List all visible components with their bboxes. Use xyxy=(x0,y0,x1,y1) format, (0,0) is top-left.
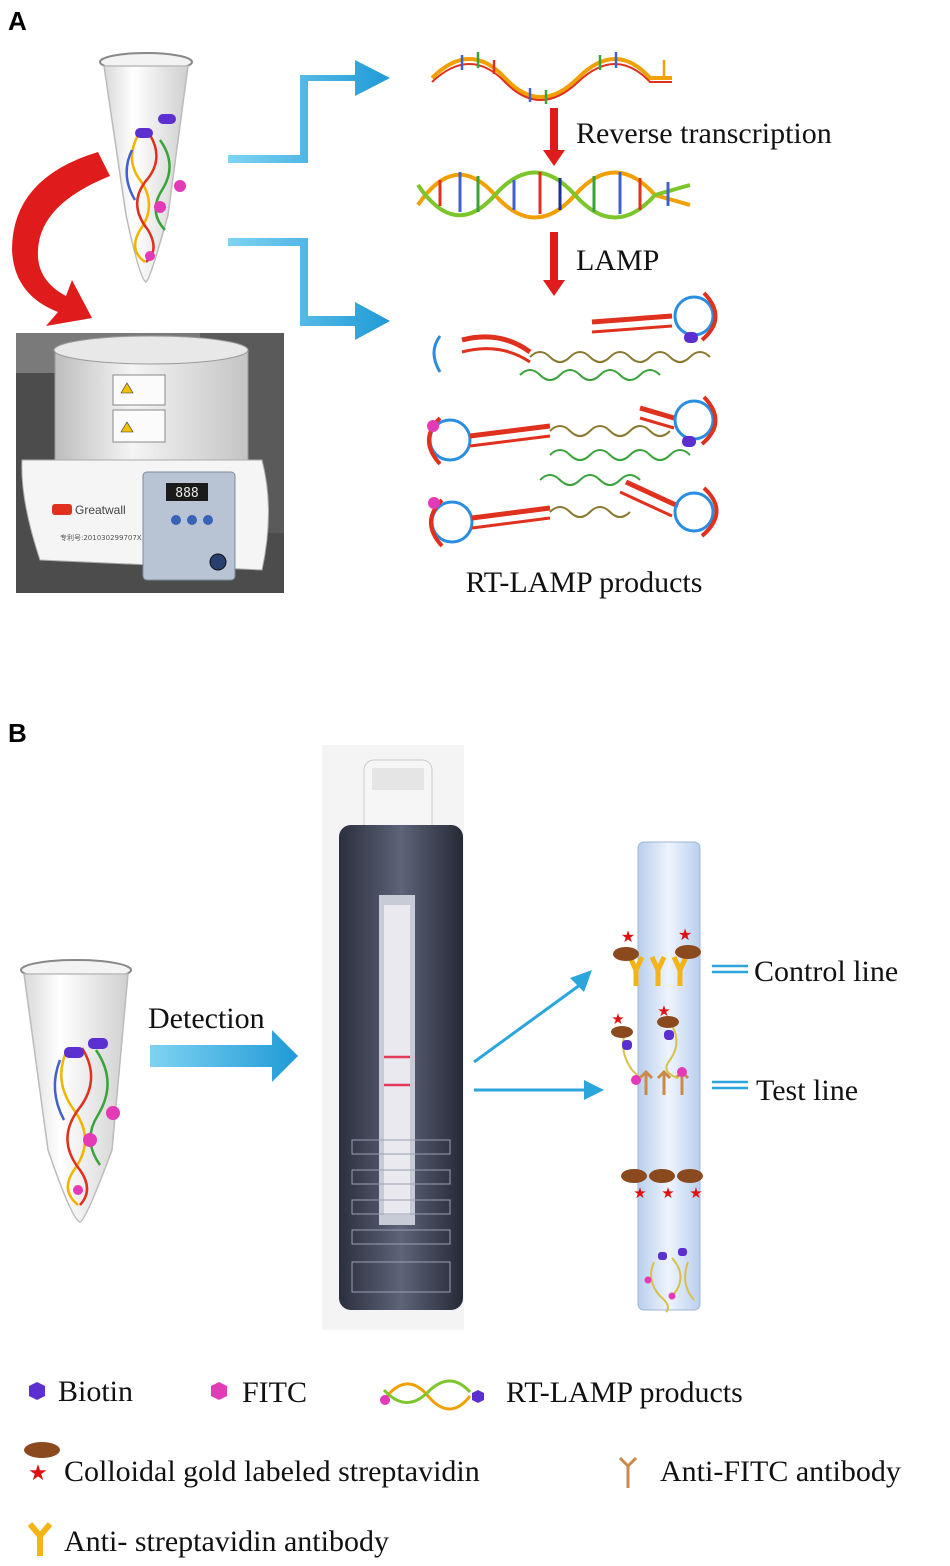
biotin-marker xyxy=(88,1038,108,1049)
legend-biotin-icon xyxy=(29,1382,45,1400)
strip-arrow-up xyxy=(473,970,592,1064)
legend-anti-fitc-label: Anti-FITC antibody xyxy=(660,1455,901,1488)
legend-rt-lamp-icon xyxy=(380,1379,484,1411)
blue-arrow-bottom xyxy=(228,238,390,340)
dna-helix-tube-a xyxy=(125,134,171,264)
strip-arrow-right xyxy=(474,1080,604,1100)
label-rt-lamp-products: RT-LAMP products xyxy=(466,566,703,599)
label-control-line: Control line xyxy=(754,955,898,988)
legend-colloidal-gold-icon: ★ xyxy=(24,1442,60,1486)
label-lamp: LAMP xyxy=(576,244,659,277)
legend-fitc-icon xyxy=(211,1382,227,1400)
rna-strand xyxy=(430,52,672,104)
brand-logo xyxy=(52,504,72,515)
svg-text:★: ★ xyxy=(621,927,635,946)
label-reverse-transcription: Reverse transcription xyxy=(576,117,832,150)
tube-a xyxy=(99,52,193,283)
bath-button xyxy=(171,515,181,525)
svg-text:★: ★ xyxy=(661,1184,674,1202)
svg-text:★: ★ xyxy=(657,1002,670,1020)
legend-anti-fitc-icon xyxy=(618,1456,638,1488)
bath-knob xyxy=(209,553,227,571)
bath-button xyxy=(203,515,213,525)
red-arrow-lamp xyxy=(543,232,565,296)
fitc-marker xyxy=(83,1133,97,1147)
legend-anti-streptavidin-label: Anti- streptavidin antibody xyxy=(64,1525,389,1558)
fitc-marker xyxy=(106,1106,120,1120)
red-arrow-rt xyxy=(543,108,565,166)
biotin-marker xyxy=(135,128,153,138)
fitc-marker xyxy=(145,251,155,261)
bath-display: 888 xyxy=(175,486,198,501)
blue-arrow-top xyxy=(228,60,390,163)
fitc-marker xyxy=(428,497,440,509)
bath-serial: 专利号:201030299707X xyxy=(60,533,142,542)
panel-letter-b: B xyxy=(8,718,27,748)
bath-brand: Greatwall xyxy=(75,503,126,517)
fitc-marker xyxy=(427,420,439,432)
legend-fitc-label: FITC xyxy=(242,1376,307,1409)
label-detection: Detection xyxy=(148,1002,265,1035)
cdna-double-helix xyxy=(416,170,691,220)
control-line-marker xyxy=(712,964,748,974)
svg-text:★: ★ xyxy=(678,925,692,944)
test-line-marker xyxy=(712,1080,748,1090)
biotin-marker xyxy=(684,332,698,343)
lamp-product-3 xyxy=(429,474,719,548)
test-line-cluster: ★ ★ xyxy=(611,1002,690,1095)
sample-pad-products xyxy=(644,1248,695,1313)
fitc-marker xyxy=(154,201,166,213)
biotin-marker xyxy=(64,1047,84,1058)
fitc-marker xyxy=(174,180,186,192)
control-line-cluster: ★ ★ xyxy=(613,925,701,986)
svg-text:★: ★ xyxy=(611,1010,624,1028)
legend-biotin-label: Biotin xyxy=(58,1375,133,1408)
fitc-marker xyxy=(73,1185,83,1195)
water-bath-photo: 888 Greatwall 专利号:201030299707X xyxy=(16,333,284,593)
curved-red-arrow xyxy=(12,152,110,326)
biotin-marker xyxy=(158,114,176,124)
biotin-marker xyxy=(682,436,696,447)
bath-button xyxy=(187,515,197,525)
legend-colloidal-gold-label: Colloidal gold labeled streptavidin xyxy=(64,1455,480,1488)
tube-b xyxy=(20,959,132,1223)
legend-anti-streptavidin-icon xyxy=(27,1522,53,1556)
svg-text:★: ★ xyxy=(689,1184,702,1202)
panel-letter-a: A xyxy=(8,6,27,36)
legend-rt-lamp-label: RT-LAMP products xyxy=(506,1376,743,1409)
detection-arrow xyxy=(150,1030,298,1082)
lamp-product-2 xyxy=(427,395,718,466)
lamp-product-1 xyxy=(432,291,718,381)
detection-cartridge-photo xyxy=(322,745,464,1330)
svg-text:★: ★ xyxy=(633,1184,646,1202)
label-test-line: Test line xyxy=(756,1074,858,1107)
svg-text:★: ★ xyxy=(28,1461,48,1486)
gold-conjugate-pad: ★ ★ ★ xyxy=(621,1169,703,1202)
